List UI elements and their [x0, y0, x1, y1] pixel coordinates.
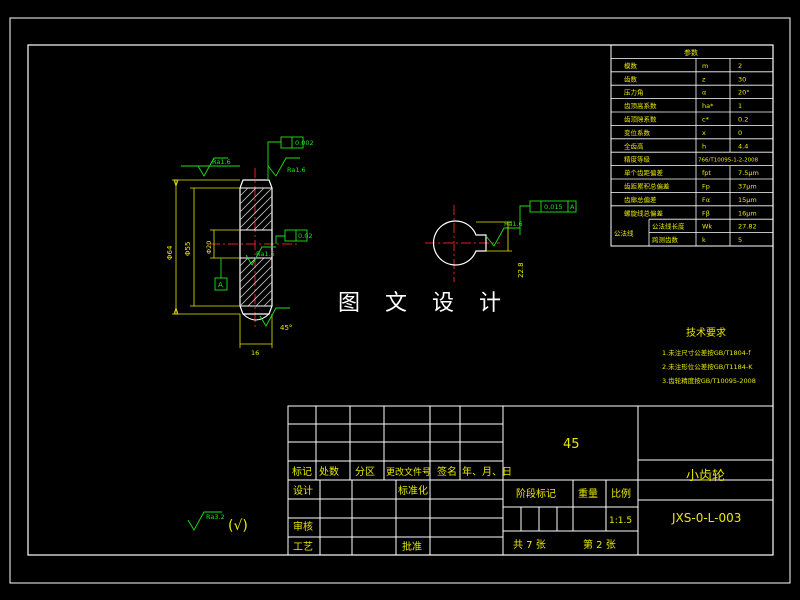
outer-diameter-dim: Φ64: [166, 245, 174, 260]
param-symbol: x: [702, 129, 706, 137]
label-review: 审核: [293, 520, 313, 533]
title-block: [287, 405, 774, 556]
keyway-dim: 22.8: [517, 262, 525, 278]
width-dim: 16: [251, 349, 259, 357]
label-design: 设计: [293, 484, 313, 497]
param-value: 0: [738, 129, 742, 137]
tol-value-1: 0.002: [295, 139, 314, 147]
label-zone: 分区: [355, 466, 375, 478]
general-roughness-note: Ra3.2 (√): [187, 511, 248, 534]
tol-value-2: 0.02: [298, 232, 312, 240]
param-symbol: α: [702, 89, 706, 97]
param-value: 0.2: [738, 116, 748, 124]
param-name: 齿顶隙系数: [624, 115, 657, 124]
param-name: 公法线长度: [652, 222, 685, 231]
roughness-label-4: Ra1.6: [504, 220, 523, 228]
datum-ref: A: [570, 203, 575, 211]
param-symbol: k: [702, 236, 706, 244]
param-name: 模数: [624, 61, 638, 70]
param-symbol: m: [702, 62, 708, 70]
label-scale: 比例: [611, 487, 631, 500]
param-name: 精度等级: [624, 155, 651, 164]
param-name: 单个齿距偏差: [624, 168, 664, 177]
label-count: 处数: [319, 465, 339, 478]
label-date: 年、月、日: [462, 465, 512, 478]
total-sheets: 共 7 张: [513, 539, 546, 551]
param-name: 齿廓总偏差: [624, 195, 657, 204]
scale-value: 1:1.5: [609, 516, 632, 526]
param-name: 齿距累积总偏差: [624, 182, 670, 191]
title-block-text: 45 小齿轮 JXS-0-L-003 标记 处数 分区 更改文件号 签名 年、月…: [292, 437, 741, 553]
params-title: 参数: [684, 48, 698, 57]
param-symbol: c*: [702, 116, 710, 124]
hub-view: 0.015 A Ra1.6 22.8: [425, 200, 577, 282]
drawing-number: JXS-0-L-003: [671, 511, 741, 525]
param-name: 压力角: [624, 88, 644, 97]
param-value: 30: [738, 75, 746, 83]
param-symbol: Fα: [702, 196, 710, 204]
label-process: 工艺: [293, 541, 313, 553]
tech-item-1: 1.未注尺寸公差按GB/T1804-f: [662, 348, 751, 357]
label-standard: 标准化: [398, 484, 428, 497]
label-approve: 批准: [402, 540, 422, 553]
outer-border: [9, 17, 791, 584]
datum-label: A: [218, 281, 223, 289]
param-value: 2: [738, 62, 742, 70]
label-sign: 签名: [437, 465, 457, 478]
general-roughness-value: Ra3.2: [206, 513, 225, 521]
tech-item-2: 2.未注形位公差按GB/T1184-K: [662, 362, 753, 371]
param-symbol: ha*: [702, 102, 714, 110]
param-name: 齿数: [624, 74, 638, 83]
param-name: 螺旋线总偏差: [624, 208, 664, 217]
param-value: 20°: [738, 89, 750, 97]
param-name: 跨测齿数: [652, 235, 679, 244]
param-symbol: fpt: [702, 169, 711, 177]
param-value: 1: [738, 102, 742, 110]
params-group-label: 公法线: [614, 229, 634, 238]
gear-section-view: 0.002 0.02 A Ra1.6 Ra1.6 Ra1.6 45° 16 Φ6…: [166, 136, 314, 357]
tol-value-3: 0.015: [544, 203, 563, 211]
general-roughness-paren: (√): [228, 518, 248, 534]
param-name: 全齿高: [624, 141, 644, 150]
root-diameter-dim: Φ55: [184, 242, 192, 256]
param-value: 15μm: [738, 196, 757, 204]
overlay-watermark: 图 文 设 计: [338, 291, 510, 316]
param-symbol: Fp: [702, 183, 710, 191]
param-value: 766/T10095-1-2-2008: [698, 158, 759, 164]
label-docno: 更改文件号: [386, 466, 431, 478]
param-value: 16μm: [738, 209, 757, 217]
bore-diameter-dim: Φ20: [205, 241, 213, 254]
param-name: 变位系数: [624, 128, 651, 137]
param-symbol: z: [702, 75, 706, 83]
label-stage: 阶段标记: [516, 487, 556, 500]
param-symbol: Wk: [702, 223, 712, 231]
param-value: 5: [738, 236, 742, 244]
param-symbol: h: [702, 142, 706, 150]
tech-title: 技术要求: [686, 326, 726, 339]
label-mark: 标记: [292, 466, 312, 478]
param-symbol: Fβ: [702, 209, 710, 217]
sheet-number: 第 2 张: [583, 538, 616, 551]
roughness-label-3: Ra1.6: [256, 250, 275, 258]
param-value: 37μm: [738, 183, 757, 191]
param-value: 27.82: [738, 223, 757, 231]
tech-item-3: 3.齿轮精度按GB/T10095-2008: [662, 376, 756, 385]
roughness-label-1: Ra1.6: [212, 158, 231, 166]
material-value: 45: [563, 437, 580, 452]
technical-requirements: 技术要求 1.未注尺寸公差按GB/T1804-f 2.未注形位公差按GB/T11…: [662, 326, 756, 385]
chamfer-angle: 45°: [280, 324, 292, 332]
roughness-label-2: Ra1.6: [287, 166, 306, 174]
part-name: 小齿轮: [686, 469, 725, 484]
label-weight: 重量: [578, 487, 598, 500]
param-value: 4.4: [738, 142, 748, 150]
param-value: 7.5μm: [738, 169, 759, 177]
param-name: 齿顶高系数: [624, 101, 657, 110]
